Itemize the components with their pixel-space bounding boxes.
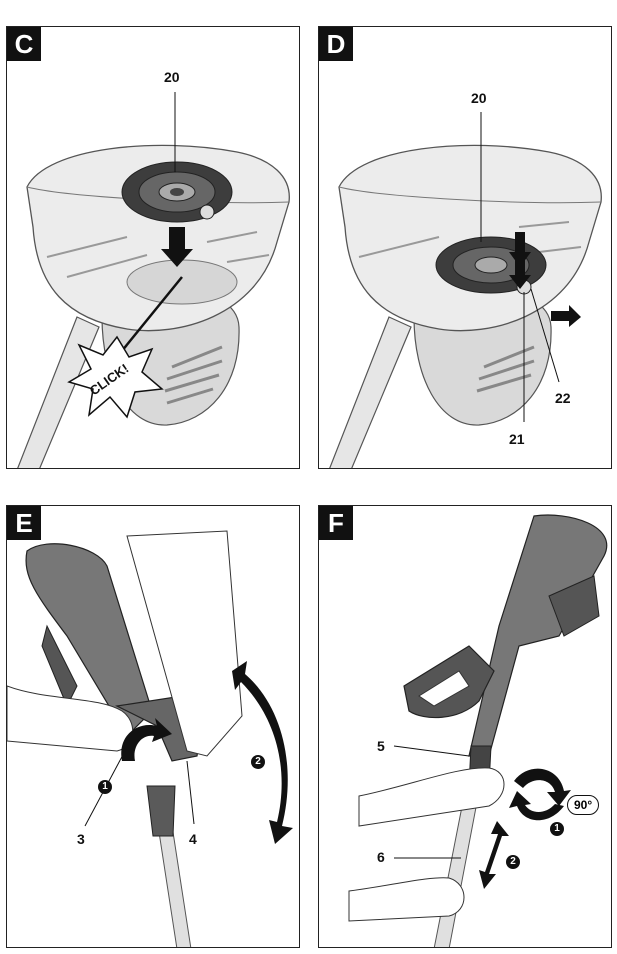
panel-e-illustration <box>7 530 293 947</box>
panel-e-badge: E <box>7 506 41 540</box>
label-20: 20 <box>164 69 180 85</box>
label-5: 5 <box>377 738 385 754</box>
panel-f-badge: F <box>319 506 353 540</box>
slide-arrow-icon <box>479 821 509 889</box>
panel-f: F 5 6 1 2 90° <box>318 505 612 948</box>
swing-arrow-icon <box>232 661 293 844</box>
guard <box>338 144 602 332</box>
trimmer-body <box>468 514 608 757</box>
label-3: 3 <box>77 831 85 847</box>
trimmer-shaft <box>329 316 412 468</box>
rotate-arrow-icon <box>514 768 571 806</box>
step-1-marker: 1 <box>550 822 564 836</box>
panel-d: D 20 21 22 <box>318 26 612 469</box>
rotate-arrow-icon <box>121 718 172 761</box>
panel-f-illustration <box>348 514 608 947</box>
right-arm <box>126 530 243 757</box>
upper-hand <box>358 767 505 827</box>
panel-c-badge: C <box>7 27 41 61</box>
label-6: 6 <box>377 849 385 865</box>
label-22: 22 <box>555 390 571 406</box>
trimmer-shaft <box>17 316 100 468</box>
step-1-marker: 1 <box>98 780 112 794</box>
click-burst-icon <box>67 335 164 419</box>
push-down-arrow-icon-2 <box>509 259 531 289</box>
rotate-arrow-icon-2 <box>509 791 564 821</box>
label-4: 4 <box>189 831 197 847</box>
panel-c: C 20 CLICK! <box>6 26 300 469</box>
step-2-marker: 2 <box>251 755 265 769</box>
panel-d-illustration <box>329 112 602 468</box>
panel-d-badge: D <box>319 27 353 61</box>
step-2-marker: 2 <box>506 855 520 869</box>
lower-hand <box>348 877 465 922</box>
panel-e: E 1 2 3 4 <box>6 505 300 948</box>
slide-right-arrow-icon <box>551 305 581 327</box>
label-21: 21 <box>509 431 525 447</box>
panel-c-illustration <box>17 92 290 468</box>
insert-arrow-icon <box>161 227 193 267</box>
label-20: 20 <box>471 90 487 106</box>
push-down-arrow-icon <box>509 232 531 267</box>
rotation-angle-badge: 90° <box>567 795 600 815</box>
